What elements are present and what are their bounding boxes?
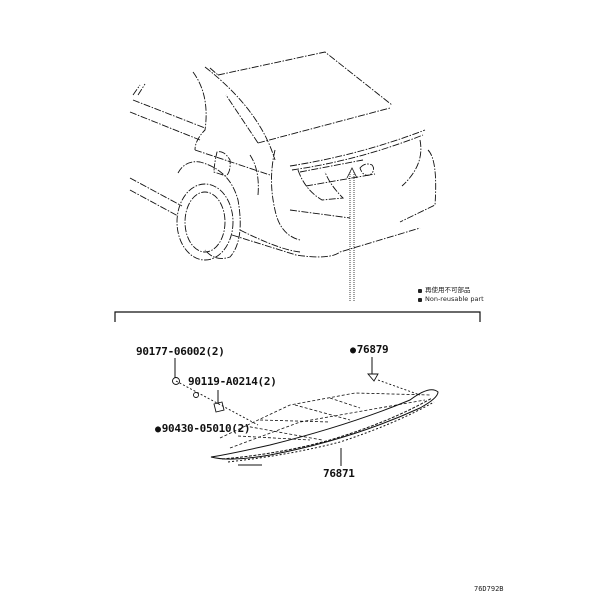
part-label-76871[interactable]: 76871: [323, 467, 355, 480]
diagram-reference-code: 76D792B: [474, 585, 504, 593]
legend-text: Non-reusable part: [425, 295, 484, 303]
spoiler-part: [210, 389, 439, 466]
nut-icon: [367, 373, 379, 382]
part-label-90177-06002[interactable]: 90177-06002(2): [136, 345, 225, 358]
square-bullet-icon: [418, 288, 422, 293]
washer-icon: [193, 392, 199, 398]
part-label-90119-a0214[interactable]: 90119-A0214(2): [188, 375, 277, 388]
non-reusable-dot-icon: ●: [350, 345, 356, 356]
part-label-76879[interactable]: ●76879: [350, 343, 389, 356]
legend: 再使用不可部品 Non-reusable part: [418, 286, 484, 304]
label-leaders: [174, 357, 373, 466]
part-label-90430-05010[interactable]: ●90430-05010(2): [155, 422, 251, 435]
mounting-grid: [219, 392, 431, 449]
legend-item-english: Non-reusable part: [418, 295, 484, 304]
group-bracket: [114, 311, 481, 322]
non-reusable-dot-icon: ●: [155, 424, 161, 435]
legend-item-japanese: 再使用不可部品: [418, 286, 484, 295]
square-bullet-icon: [418, 297, 422, 302]
screw-icon: [213, 401, 225, 413]
clip-icon: [172, 377, 180, 385]
fasteners: [172, 373, 421, 426]
legend-text: 再使用不可部品: [425, 286, 471, 294]
car-rear-illustration: [129, 51, 437, 261]
leader-arrow: [346, 167, 358, 302]
